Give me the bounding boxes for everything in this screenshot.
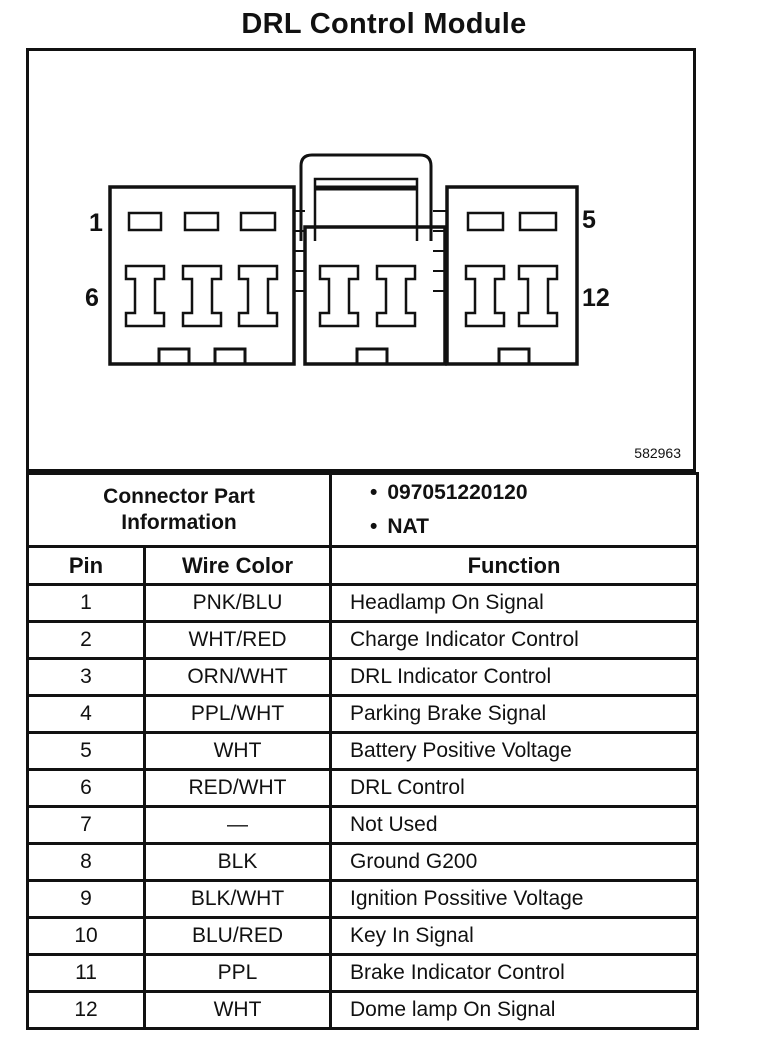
table-header-row: Pin Wire Color Function: [26, 545, 699, 586]
header-wire-color: Wire Color: [143, 545, 332, 586]
wire-color-cell: WHT: [143, 990, 332, 1030]
pin-cell: 12: [26, 990, 146, 1030]
connector-diagram: 1 6 5 12 582963: [26, 48, 696, 472]
wire-color-cell: WHT/RED: [143, 620, 332, 660]
wire-color-cell: ORN/WHT: [143, 657, 332, 697]
connector-color: •NAT: [370, 515, 429, 538]
pin-label-6: 6: [85, 284, 99, 312]
pin-cell: 10: [26, 916, 146, 956]
wire-color-cell: BLK: [143, 842, 332, 882]
header-pin: Pin: [26, 545, 146, 586]
figure-number: 582963: [634, 445, 681, 461]
function-cell: Ignition Possitive Voltage: [329, 879, 699, 919]
wire-color-cell: —: [143, 805, 332, 845]
table-row: 7—Not Used: [26, 805, 699, 845]
pin-label-1: 1: [89, 209, 103, 237]
connector-info-label-line2: Information: [121, 511, 237, 534]
function-cell: Parking Brake Signal: [329, 694, 699, 734]
connector-info-values: •097051220120 •NAT: [329, 472, 699, 548]
connector-info-label-line1: Connector Part: [103, 485, 255, 508]
header-function: Function: [329, 545, 699, 586]
pin-label-12: 12: [582, 284, 610, 312]
pin-cell: 8: [26, 842, 146, 882]
wire-color-cell: PPL/WHT: [143, 694, 332, 734]
pin-cell: 3: [26, 657, 146, 697]
function-cell: Headlamp On Signal: [329, 583, 699, 623]
pin-cell: 7: [26, 805, 146, 845]
pin-label-5: 5: [582, 206, 596, 234]
wire-color-cell: BLU/RED: [143, 916, 332, 956]
wire-color-cell: RED/WHT: [143, 768, 332, 808]
pin-cell: 5: [26, 731, 146, 771]
function-cell: Brake Indicator Control: [329, 953, 699, 993]
wire-color-cell: PNK/BLU: [143, 583, 332, 623]
connector-info-row: Connector Part Information •097051220120…: [26, 472, 699, 548]
pin-cell: 1: [26, 583, 146, 623]
pin-cell: 6: [26, 768, 146, 808]
pin-cell: 2: [26, 620, 146, 660]
function-cell: DRL Indicator Control: [329, 657, 699, 697]
function-cell: DRL Control: [329, 768, 699, 808]
function-cell: Dome lamp On Signal: [329, 990, 699, 1030]
page-title: DRL Control Module: [241, 8, 527, 40]
pin-cell: 9: [26, 879, 146, 919]
function-cell: Ground G200: [329, 842, 699, 882]
function-cell: Key In Signal: [329, 916, 699, 956]
function-cell: Not Used: [329, 805, 699, 845]
connector-part-number: •097051220120: [370, 481, 528, 504]
pin-cell: 11: [26, 953, 146, 993]
function-cell: Charge Indicator Control: [329, 620, 699, 660]
function-cell: Battery Positive Voltage: [329, 731, 699, 771]
pin-cell: 4: [26, 694, 146, 734]
wire-color-cell: PPL: [143, 953, 332, 993]
pin-table: Connector Part Information •097051220120…: [26, 472, 699, 1030]
connector-info-label: Connector Part Information: [26, 472, 332, 548]
wire-color-cell: BLK/WHT: [143, 879, 332, 919]
wire-color-cell: WHT: [143, 731, 332, 771]
connector-face-drawing: [108, 153, 579, 366]
